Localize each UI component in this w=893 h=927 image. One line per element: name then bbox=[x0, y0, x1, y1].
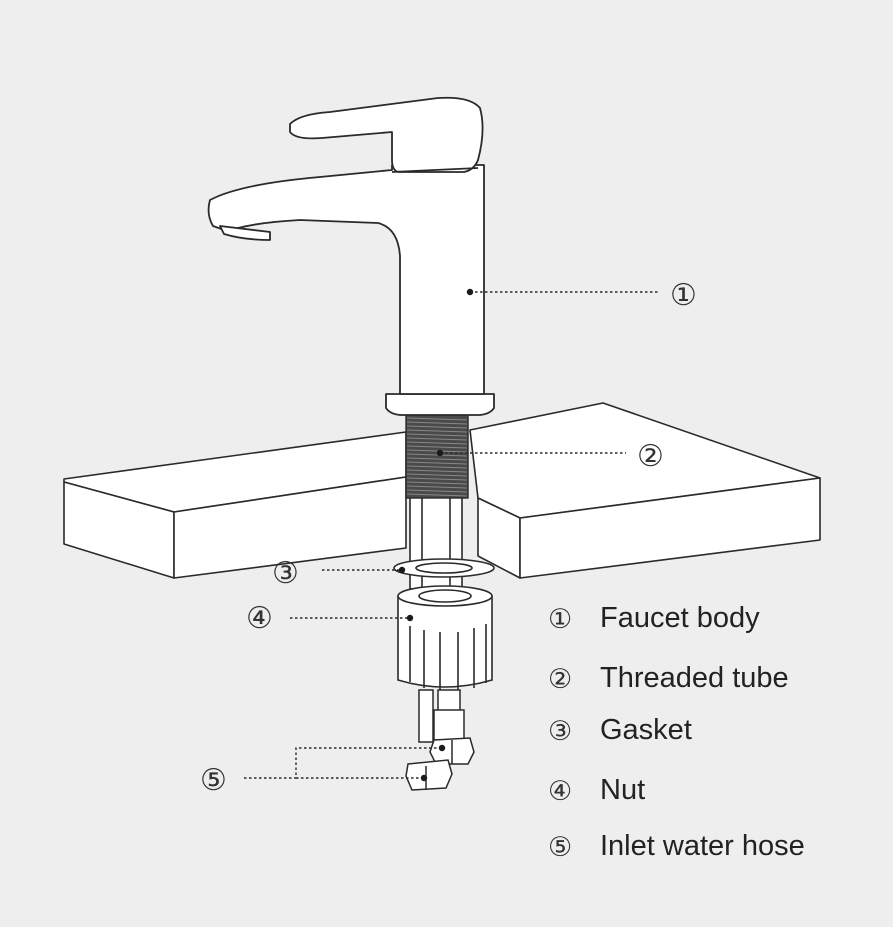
leader-dots bbox=[398, 288, 474, 782]
callout-5: ⑤ bbox=[200, 763, 227, 798]
thread-ridge bbox=[406, 449, 468, 453]
thread-ridge bbox=[406, 481, 468, 485]
thread-ridge bbox=[406, 493, 468, 497]
thread-ridge bbox=[406, 489, 468, 493]
thread-ridge bbox=[406, 429, 468, 433]
thread-ridge bbox=[406, 417, 468, 421]
thread-ridge bbox=[406, 453, 468, 457]
thread-ridge bbox=[406, 465, 468, 469]
callout-1: ① bbox=[670, 278, 697, 313]
thread-ridge bbox=[406, 469, 468, 473]
faucet-body bbox=[207, 96, 495, 416]
thread-ridge bbox=[406, 461, 468, 465]
callout-2: ② bbox=[637, 439, 664, 474]
legend-number: ② bbox=[548, 664, 573, 695]
thread-ridge bbox=[406, 473, 468, 477]
thread-ridge bbox=[406, 477, 468, 481]
thread-ridge bbox=[406, 441, 468, 445]
legend-label: Inlet water hose bbox=[600, 830, 805, 862]
callout-numbers: ① ② ③ ④ ⑤ bbox=[200, 278, 697, 798]
legend-label: Threaded tube bbox=[600, 662, 789, 694]
faucet-handle bbox=[289, 96, 484, 173]
thread-ridge bbox=[406, 437, 468, 441]
faucet-spout bbox=[207, 164, 485, 395]
legend-number: ④ bbox=[548, 776, 573, 807]
legend-number: ③ bbox=[548, 716, 573, 747]
legend-label: Nut bbox=[600, 774, 646, 806]
countertop bbox=[63, 402, 821, 579]
legend-label: Faucet body bbox=[600, 602, 760, 634]
thread-ridge bbox=[406, 425, 468, 429]
nut bbox=[397, 585, 493, 690]
countertop-right-side bbox=[519, 477, 821, 579]
thread-ridge bbox=[406, 433, 468, 437]
leader-lines bbox=[244, 291, 660, 779]
faucet-base bbox=[385, 393, 495, 416]
legend-number: ⑤ bbox=[548, 832, 573, 863]
countertop-left-side bbox=[173, 476, 407, 579]
inlet-hose bbox=[405, 689, 475, 791]
legend-label: Gasket bbox=[600, 714, 692, 746]
callout-4: ④ bbox=[246, 601, 273, 636]
threaded-tube bbox=[405, 413, 469, 499]
thread-ridge bbox=[406, 421, 468, 425]
faucet-aerator bbox=[219, 225, 271, 241]
leader-5 bbox=[244, 747, 442, 779]
thread-ridge bbox=[406, 445, 468, 449]
thread-ridge bbox=[406, 485, 468, 489]
legend-number: ① bbox=[548, 604, 573, 635]
thread-ridge bbox=[406, 457, 468, 461]
callout-3: ③ bbox=[272, 556, 299, 591]
gasket bbox=[393, 558, 495, 578]
